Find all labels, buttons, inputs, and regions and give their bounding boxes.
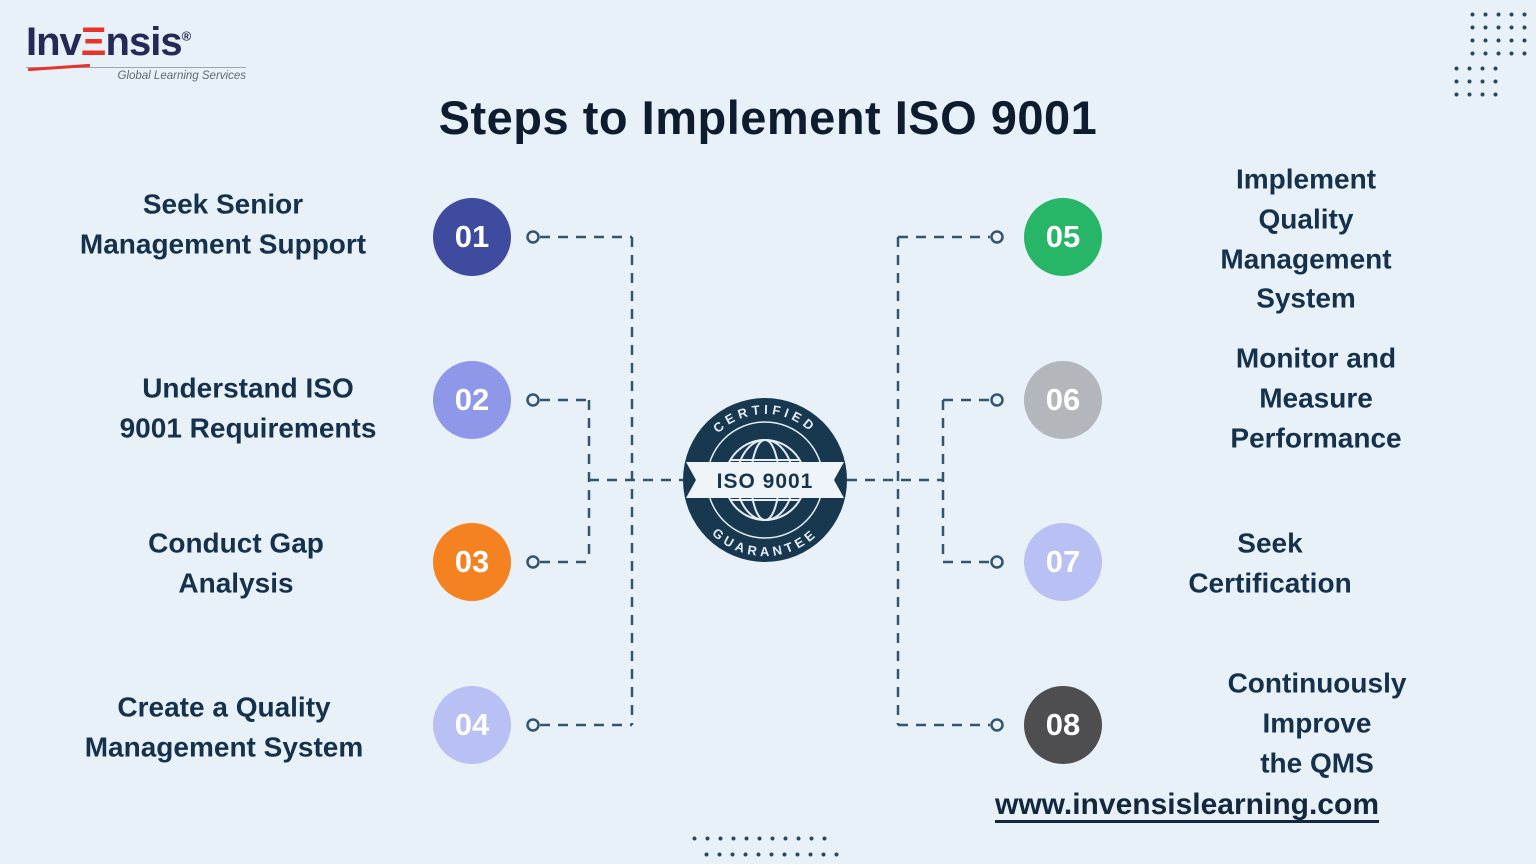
website-link[interactable]: www.invensislearning.com [995,788,1379,821]
logo-e-glyph: Ξ [80,20,107,64]
registered-mark: ® [181,28,192,44]
badge-center-text: ISO 9001 [717,470,814,493]
invensis-logo: InvΞnsis® Global Learning Services [26,22,246,82]
logo-wordmark: InvΞnsis® [26,22,246,62]
step-03-label: Conduct Gap Analysis [148,527,324,598]
connector-endpoint-rings [526,230,1004,732]
step-03-number: 03 [433,523,511,601]
step-07-label: Seek Certification [1188,527,1352,598]
connector-lines [540,235,990,727]
step-04-number: 04 [433,686,511,764]
iso-9001-badge: CERTIFIED GUARANTEE ISO 9001 [683,398,847,562]
step-01-number: 01 [433,198,511,276]
step-06-label: Monitor and Measure Performance [1230,342,1402,453]
step-04-label: Create a Quality Management System [84,691,364,762]
step-05-number: 05 [1024,198,1102,276]
step-02-label: Understand ISO 9001 Requirements [119,372,377,443]
ribbon-banner [686,462,844,498]
logo-tagline: Global Learning Services [26,67,246,82]
step-06-number: 06 [1024,361,1102,439]
step-02-number: 02 [433,361,511,439]
page-title: Steps to Implement ISO 9001 [438,91,1098,144]
badge-inner-ring [706,421,824,539]
step-08-label: Continuously Improve the QMS [1227,667,1407,778]
dot-grid-bottom-center-1 [688,832,834,846]
badge-outer-circle [683,398,847,562]
step-01-label: Seek Senior Management Support [79,188,367,259]
badge-bottom-curved-text: GUARANTEE [709,525,820,559]
globe-icon [724,439,806,521]
dot-grid-top-right-1 [1466,8,1530,58]
logo-text-post: nsis [105,20,183,64]
badge-top-curved-text: CERTIFIED [710,402,820,436]
logo-text-pre: Inv [26,20,82,64]
step-05-label: Implement Quality Management System [1220,163,1392,314]
dot-grid-top-right-2 [1450,62,1502,102]
step-08-number: 08 [1024,686,1102,764]
dot-grid-bottom-center-2 [700,848,846,862]
step-07-number: 07 [1024,523,1102,601]
